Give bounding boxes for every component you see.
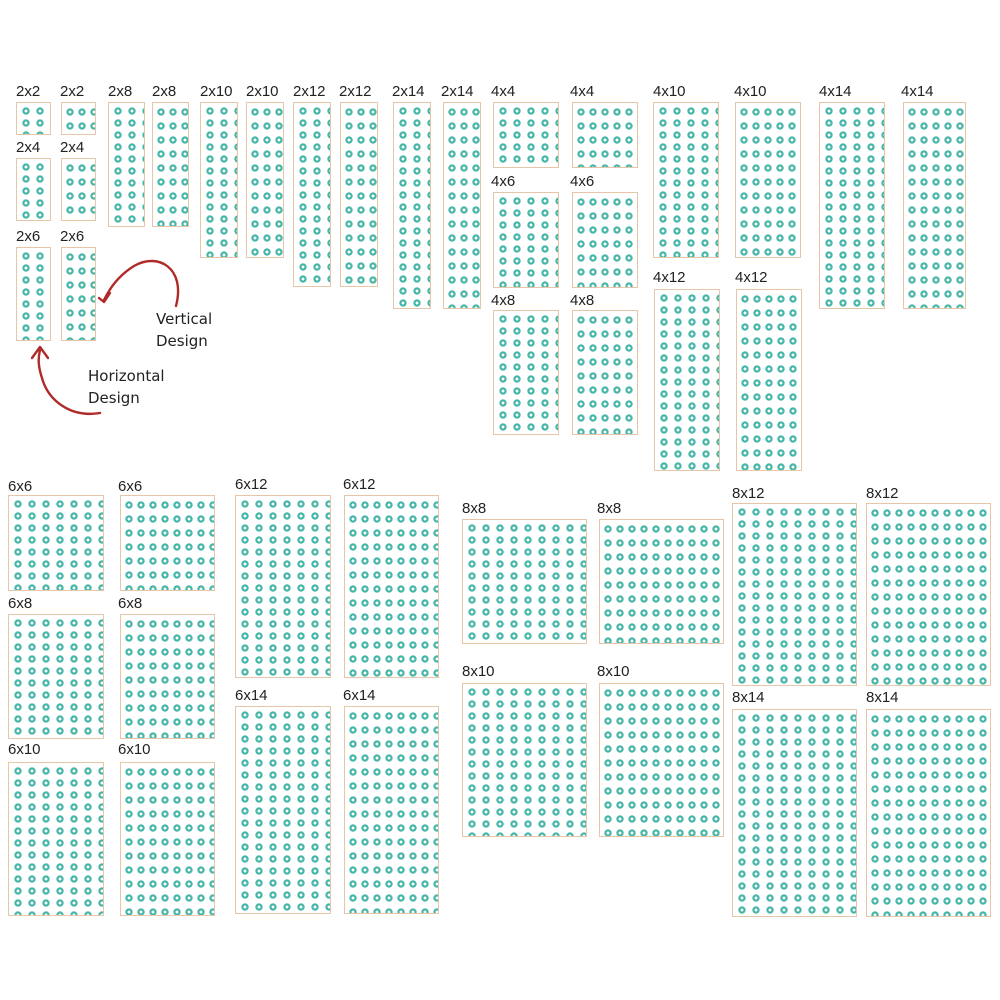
size-label: 2x14	[441, 83, 474, 100]
design-swatch-2x2-horizontal	[16, 102, 51, 135]
size-label: 2x12	[293, 83, 326, 100]
design-swatch-6x12-horizontal	[235, 495, 331, 678]
size-label: 4x4	[570, 83, 595, 100]
design-swatch-8x12-horizontal	[732, 503, 857, 686]
size-label: 6x12	[343, 476, 376, 493]
size-label: 4x10	[734, 83, 767, 100]
design-swatch-8x10-vertical	[599, 683, 724, 837]
design-swatch-6x12-vertical	[344, 495, 439, 678]
size-label: 6x6	[8, 478, 33, 495]
size-label: 2x8	[152, 83, 177, 100]
design-swatch-2x10-horizontal	[200, 102, 238, 258]
size-label: 2x10	[200, 83, 233, 100]
size-label: 6x14	[343, 687, 376, 704]
size-label: 6x8	[8, 595, 33, 612]
arrow-head-icon	[30, 345, 50, 360]
design-swatch-6x6-horizontal	[8, 495, 104, 591]
size-label: 8x10	[597, 663, 630, 680]
size-label: 4x8	[570, 292, 595, 309]
design-swatch-4x12-horizontal	[654, 289, 720, 471]
design-swatch-2x6-horizontal	[16, 247, 51, 341]
size-label: 8x12	[866, 485, 899, 502]
size-label: 4x12	[653, 269, 686, 286]
design-swatch-2x10-vertical	[246, 102, 284, 258]
design-swatch-6x10-horizontal	[8, 762, 104, 916]
design-swatch-8x10-horizontal	[462, 683, 587, 837]
design-swatch-2x12-vertical	[340, 102, 378, 287]
size-label: 2x4	[16, 139, 41, 156]
size-label: 6x8	[118, 595, 143, 612]
size-label: 8x8	[597, 500, 622, 517]
annotation-line: Horizontal	[88, 367, 165, 385]
size-label: 8x14	[732, 689, 765, 706]
design-swatch-2x4-vertical	[61, 158, 96, 221]
design-swatch-4x4-horizontal	[493, 102, 559, 168]
design-swatch-8x14-horizontal	[732, 709, 857, 917]
size-label: 2x8	[108, 83, 133, 100]
design-swatch-8x14-vertical	[866, 709, 991, 917]
annotation-line: Design	[88, 388, 140, 407]
design-swatch-4x14-horizontal	[819, 102, 885, 309]
size-label: 4x6	[491, 173, 516, 190]
size-label: 2x4	[60, 139, 85, 156]
size-label: 2x10	[246, 83, 279, 100]
size-label: 2x2	[16, 83, 41, 100]
design-swatch-4x10-horizontal	[653, 102, 719, 258]
size-label: 4x14	[901, 83, 934, 100]
design-swatch-4x14-vertical	[903, 102, 966, 309]
size-label: 8x12	[732, 485, 765, 502]
size-label: 6x6	[118, 478, 143, 495]
design-swatch-2x12-horizontal	[293, 102, 331, 287]
size-label: 2x6	[60, 228, 85, 245]
horizontal-design-annotation: Horizontal Design	[88, 366, 165, 410]
design-swatch-6x6-vertical	[120, 495, 215, 591]
design-swatch-8x8-vertical	[599, 519, 724, 644]
design-swatch-2x4-horizontal	[16, 158, 51, 221]
design-swatch-2x6-vertical	[61, 247, 96, 341]
size-label: 4x8	[491, 292, 516, 309]
design-swatch-8x8-horizontal	[462, 519, 587, 644]
size-label: 6x10	[118, 741, 151, 758]
size-label: 8x10	[462, 663, 495, 680]
design-swatch-2x14-vertical	[443, 102, 481, 309]
design-swatch-4x6-vertical	[572, 192, 638, 288]
size-label: 8x14	[866, 689, 899, 706]
arrow-head-icon	[97, 291, 112, 304]
design-swatch-2x2-vertical	[61, 102, 96, 135]
annotation-line: Design	[156, 331, 208, 350]
design-swatch-4x10-vertical	[735, 102, 801, 258]
design-swatch-8x12-vertical	[866, 503, 991, 686]
vertical-arrow	[102, 259, 180, 308]
size-label: 8x8	[462, 500, 487, 517]
design-swatch-6x8-vertical	[120, 614, 215, 739]
size-label: 4x10	[653, 83, 686, 100]
size-label: 6x14	[235, 687, 268, 704]
design-swatch-2x8-horizontal	[108, 102, 145, 227]
size-label: 2x2	[60, 83, 85, 100]
size-label: 4x4	[491, 83, 516, 100]
size-label: 6x12	[235, 476, 268, 493]
design-swatch-4x6-horizontal	[493, 192, 559, 288]
vertical-design-annotation: Vertical Design	[156, 309, 212, 353]
design-swatch-6x8-horizontal	[8, 614, 104, 739]
size-label: 2x6	[16, 228, 41, 245]
design-swatch-4x4-vertical	[572, 102, 638, 168]
design-swatch-6x14-vertical	[344, 706, 439, 914]
size-label: 6x10	[8, 741, 41, 758]
annotation-line: Vertical	[156, 310, 213, 328]
design-swatch-4x12-vertical	[736, 289, 802, 471]
size-label: 4x6	[570, 173, 595, 190]
size-label: 4x14	[819, 83, 852, 100]
size-label: 4x12	[735, 269, 768, 286]
design-swatch-2x8-vertical	[152, 102, 189, 227]
design-swatch-6x14-horizontal	[235, 706, 331, 914]
design-swatch-6x10-vertical	[120, 762, 215, 916]
design-swatch-4x8-vertical	[572, 310, 638, 435]
size-label: 2x14	[392, 83, 425, 100]
design-swatch-2x14-horizontal	[393, 102, 431, 309]
size-label: 2x12	[339, 83, 372, 100]
design-swatch-4x8-horizontal	[493, 310, 559, 435]
